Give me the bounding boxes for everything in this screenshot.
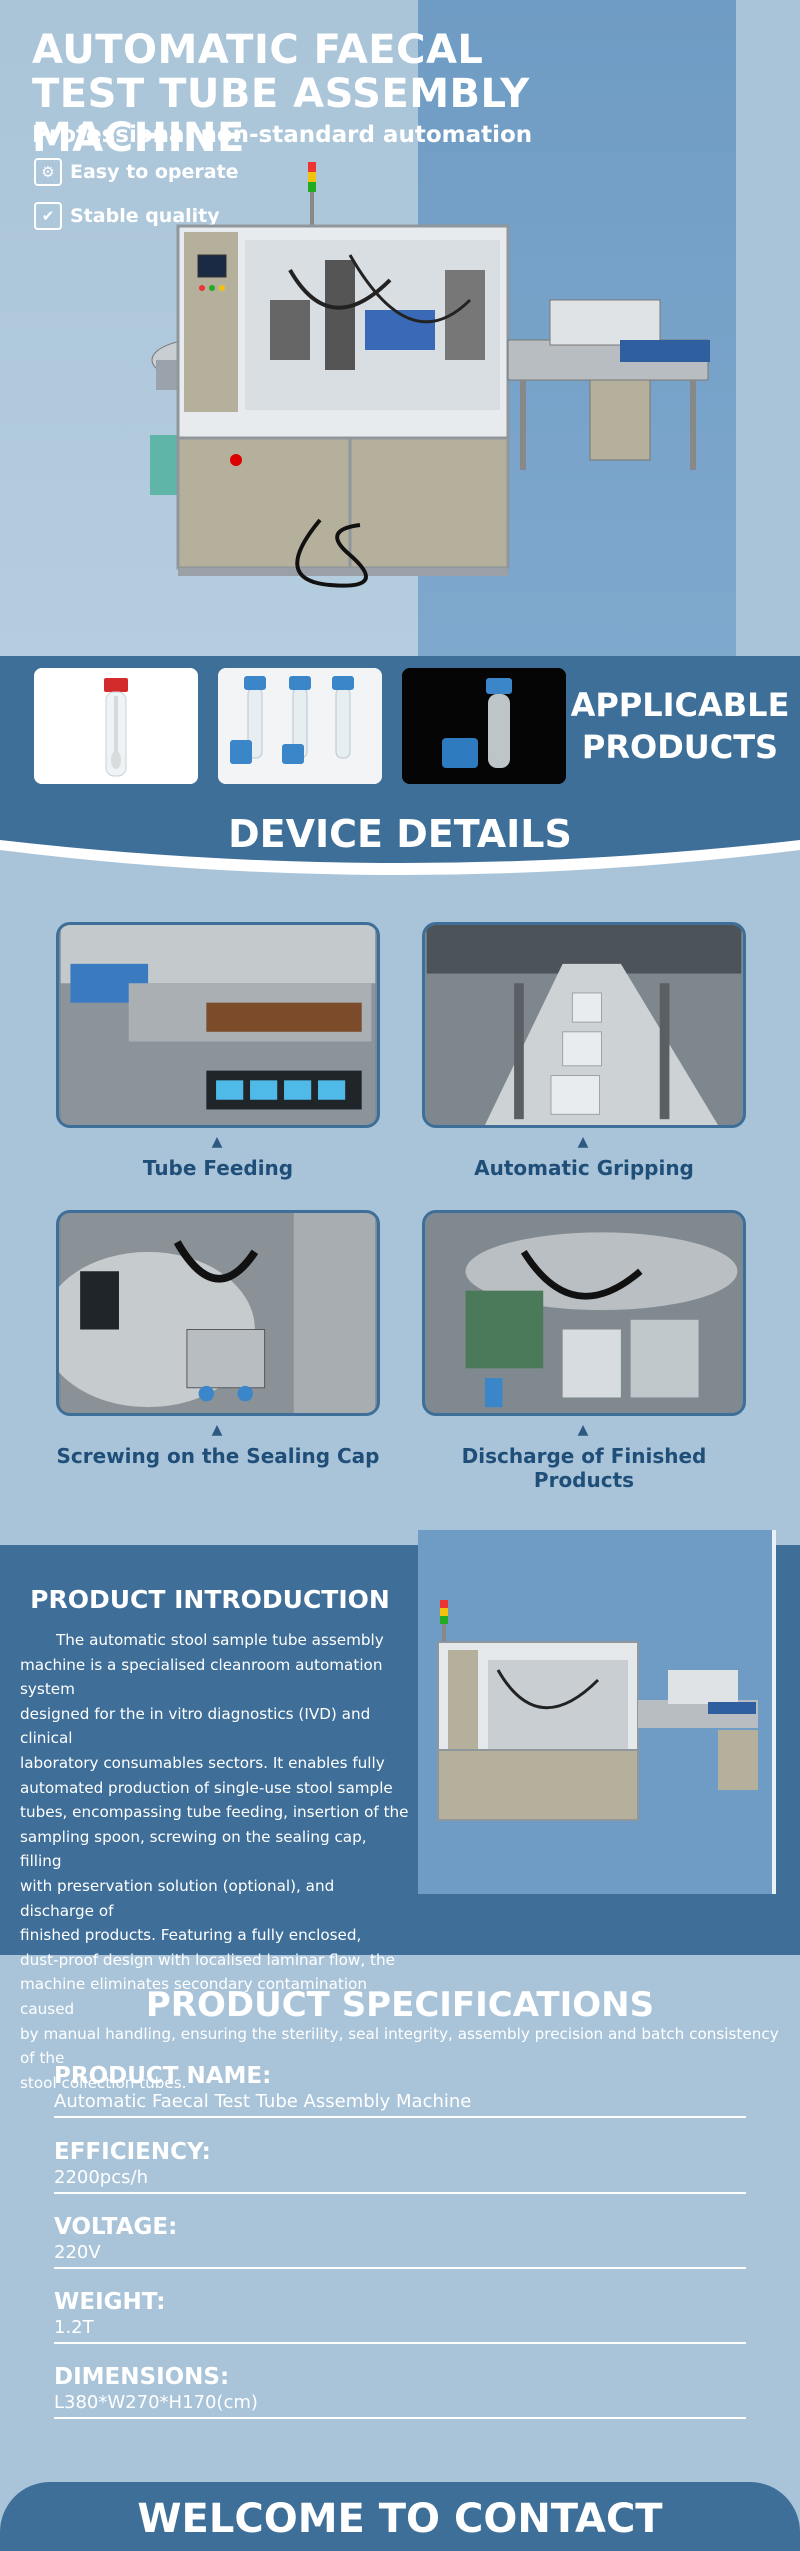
spec-key: VOLTAGE:	[54, 2214, 178, 2240]
product-tile-single-tube	[402, 668, 566, 784]
spec-value: L380*W270*H170(cm)	[54, 2392, 258, 2413]
spec-key: PRODUCT NAME:	[54, 2063, 272, 2089]
intro-paragraph: The automatic stool sample tube assembly…	[20, 1631, 779, 2092]
intro-machine-photo	[418, 1530, 776, 1894]
detail-label-automatic-gripping: Automatic Gripping	[474, 1156, 694, 1180]
feature-label: Stable quality	[70, 205, 220, 227]
intro-title: PRODUCT INTRODUCTION	[30, 1585, 390, 1614]
applicable-products-label: APPLICABLE PRODUCTS	[570, 686, 790, 766]
spec-value: 220V	[54, 2242, 101, 2263]
hero-banner: AUTOMATIC FAECAL TEST TUBE ASSEMBLY MACH…	[0, 0, 800, 660]
gear-hand-icon: ⚙	[34, 158, 62, 186]
spec-value: Automatic Faecal Test Tube Assembly Mach…	[54, 2091, 472, 2112]
feature-easy-operate: ⚙ Easy to operate	[34, 158, 239, 186]
detail-photo-automatic-gripping	[422, 922, 746, 1128]
feature-stable-quality: ✔ Stable quality	[34, 202, 220, 230]
detail-label-discharge: Discharge of Finished Products	[461, 1444, 707, 1492]
spec-row-voltage: VOLTAGE: 220V	[54, 2213, 746, 2269]
detail-photo-screwing-cap	[56, 1210, 380, 1416]
spec-row-weight: WEIGHT: 1.2T	[54, 2288, 746, 2344]
quality-check-icon: ✔	[34, 202, 62, 230]
product-tile-red-cap-tube	[34, 668, 198, 784]
spec-key: WEIGHT:	[54, 2289, 166, 2315]
arrow-up-icon: ▲	[577, 1422, 589, 1438]
spec-value: 1.2T	[54, 2317, 94, 2338]
feature-label: Easy to operate	[70, 161, 239, 183]
detail-photo-discharge	[422, 1210, 746, 1416]
detail-label-tube-feeding: Tube Feeding	[142, 1156, 294, 1180]
spec-key: DIMENSIONS:	[54, 2364, 230, 2390]
spec-value: 2200pcs/h	[54, 2167, 148, 2188]
contact-banner[interactable]	[0, 2482, 800, 2551]
hero-bg-edge	[736, 0, 800, 660]
hero-subtitle: Professional non-standard automation	[32, 122, 533, 148]
device-details-title: DEVICE DETAILS	[228, 812, 572, 856]
spec-key: EFFICIENCY:	[54, 2139, 211, 2165]
applicable-products-band: APPLICABLE PRODUCTS	[0, 656, 800, 796]
spec-row-product-name: PRODUCT NAME: Automatic Faecal Test Tube…	[54, 2062, 746, 2118]
arrow-up-icon: ▲	[577, 1134, 589, 1150]
machine-photo	[150, 162, 710, 588]
specifications-title: PRODUCT SPECIFICATIONS	[145, 1985, 655, 2025]
contact-label[interactable]: WELCOME TO CONTACT	[137, 2496, 663, 2542]
spec-row-dimensions: DIMENSIONS: L380*W270*H170(cm)	[54, 2363, 746, 2419]
arrow-up-icon: ▲	[211, 1134, 223, 1150]
detail-photo-tube-feeding	[56, 922, 380, 1128]
page-title: AUTOMATIC FAECAL TEST TUBE ASSEMBLY MACH…	[32, 27, 530, 161]
device-details-header-curve	[0, 790, 800, 875]
product-tile-blue-cap-tubes	[218, 668, 382, 784]
spec-row-efficiency: EFFICIENCY: 2200pcs/h	[54, 2138, 746, 2194]
arrow-up-icon: ▲	[211, 1422, 223, 1438]
detail-label-screwing-cap: Screwing on the Sealing Cap	[56, 1444, 380, 1468]
